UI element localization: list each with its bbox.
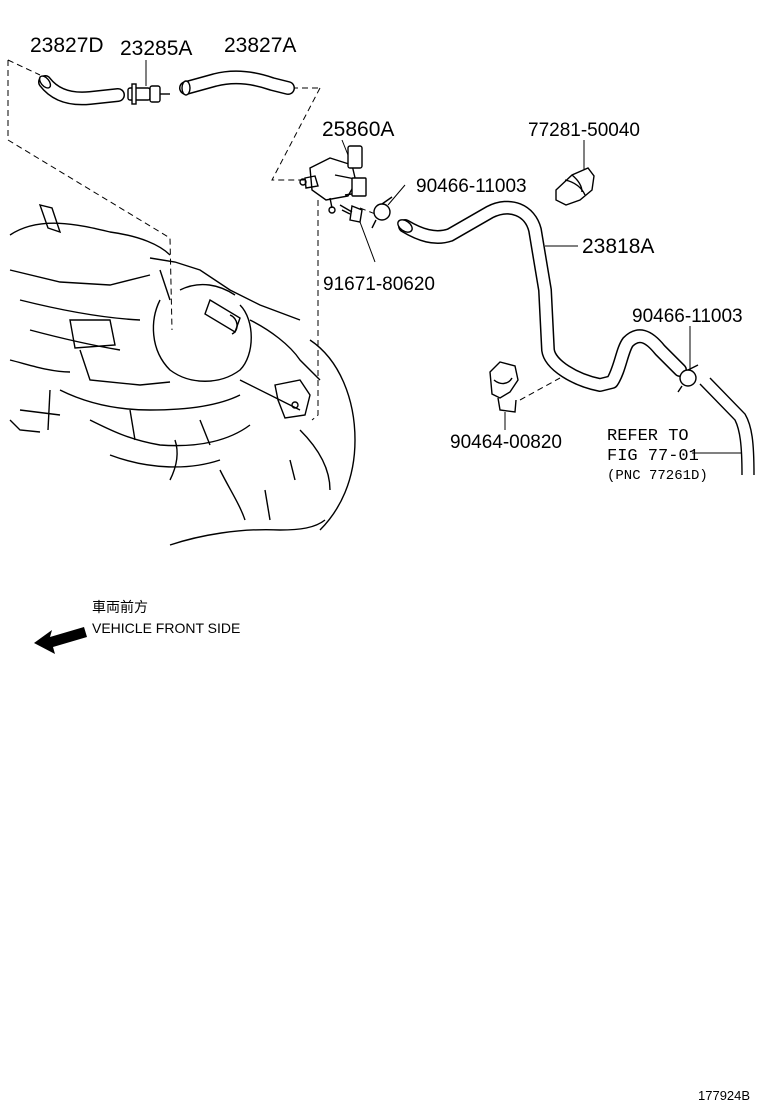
label-23818a: 23818A [582, 235, 654, 258]
label-77281-50040: 77281-50040 [528, 120, 640, 141]
label-25860a: 25860A [322, 118, 394, 141]
reference-line-1: REFER TO [607, 427, 689, 446]
label-91671-80620: 91671-80620 [323, 274, 435, 295]
clamp-77281 [555, 140, 595, 206]
reference-line-2: FIG 77-01 [607, 447, 699, 466]
front-label-japanese: 車両前方 [92, 599, 148, 615]
hose-23827a [179, 70, 295, 96]
front-label-english: VEHICLE FRONT SIDE [92, 620, 240, 636]
hose-to-fig-77-01 [692, 377, 755, 476]
valve-25860a [299, 139, 367, 214]
bolt-91671 [339, 204, 376, 263]
label-23827a: 23827A [224, 34, 296, 57]
hose-23818a [397, 200, 687, 392]
front-indicator: 車両前方 VEHICLE FRONT SIDE [34, 599, 240, 654]
hose-23827d [38, 75, 125, 106]
union-23285a [127, 60, 170, 105]
engine-outline [9, 204, 356, 546]
label-23827d: 23827D [30, 34, 104, 57]
figure-id: 177924B [698, 1088, 750, 1103]
clamp-90466-upper [371, 184, 406, 229]
dashed-leaders [7, 59, 581, 421]
label-90466-11003-lower: 90466-11003 [632, 306, 743, 327]
label-90466-11003-upper: 90466-11003 [416, 176, 527, 197]
clamp-90466-lower [677, 326, 699, 393]
clamp-90464 [489, 361, 519, 430]
arrow-left-icon [34, 627, 87, 654]
label-23285a: 23285A [120, 37, 192, 60]
label-90464-00820: 90464-00820 [450, 432, 562, 453]
reference-line-3: (PNC 77261D) [607, 468, 708, 484]
